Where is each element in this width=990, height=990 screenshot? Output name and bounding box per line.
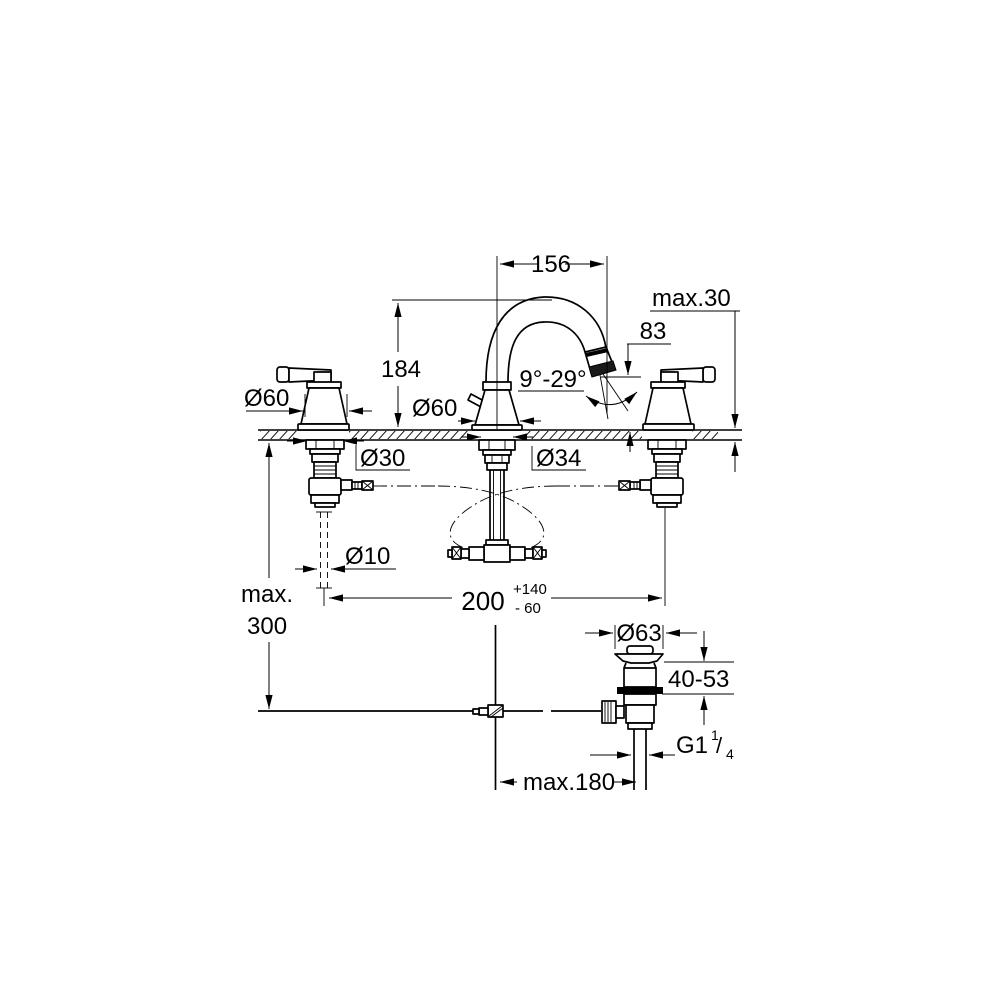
dim-spout-base-dia: Ø60 xyxy=(412,395,457,422)
dim-waste-thread-denominator: 4 xyxy=(726,746,734,762)
dimension-labels: 156 184 max.30 83 9°-29° Ø60 Ø60 Ø30 Ø34… xyxy=(241,251,734,796)
right-handle xyxy=(642,366,716,431)
drain-flange xyxy=(614,653,664,664)
dim-hole-spacing-tol-minus: - 60 xyxy=(515,600,541,617)
dim-waste-thread-numerator: 1 xyxy=(711,727,719,743)
dim-hole-spacing-tol-plus: +140 xyxy=(513,581,547,598)
dim-spout-hole-dia: Ø34 xyxy=(536,445,581,472)
dim-deck-thickness: max.30 xyxy=(652,285,731,312)
popup-plug xyxy=(626,645,654,655)
spout xyxy=(467,296,629,431)
dim-waste-thread-slash: / xyxy=(716,733,723,758)
dim-spout-angle: 9°-29° xyxy=(519,366,586,393)
dim-waste-thread-base: G1 xyxy=(676,732,708,759)
drain-seal-ring xyxy=(617,687,663,694)
dimension-annotations xyxy=(246,256,740,786)
dim-waste-flange-dia: Ø63 xyxy=(616,620,661,647)
aerator-tip xyxy=(588,360,617,378)
handle-lever-tip xyxy=(276,366,290,383)
popup-linkage xyxy=(258,625,601,790)
supply-hoses xyxy=(373,485,621,550)
right-valve-assembly xyxy=(618,439,687,508)
dim-handle-hole-dia: Ø30 xyxy=(360,445,405,472)
dim-install-depth-prefix: max. xyxy=(241,581,293,608)
dim-handle-dia: Ø60 xyxy=(244,385,289,412)
dim-spout-reach: 156 xyxy=(531,251,571,278)
left-handle xyxy=(276,366,350,431)
dim-spout-height: 184 xyxy=(381,356,421,383)
dim-outlet-height: 83 xyxy=(640,318,667,345)
waste-drain-assembly xyxy=(601,645,664,790)
dim-waste-deck-range: 40-53 xyxy=(668,666,729,693)
drain-knob xyxy=(601,700,617,724)
popup-rod-hole xyxy=(316,511,332,606)
center-supply-assembly xyxy=(447,439,547,563)
nozzle-joint-band xyxy=(585,348,609,357)
handle-cone xyxy=(300,387,348,425)
dim-install-depth-value: 300 xyxy=(247,613,287,640)
dim-rod-dia: Ø10 xyxy=(345,543,390,570)
dim-rod-horizontal-reach: max.180 xyxy=(523,769,615,796)
dim-hole-spacing: 200 xyxy=(461,586,504,616)
mounting-deck xyxy=(258,429,742,441)
left-valve-assembly xyxy=(305,439,374,508)
